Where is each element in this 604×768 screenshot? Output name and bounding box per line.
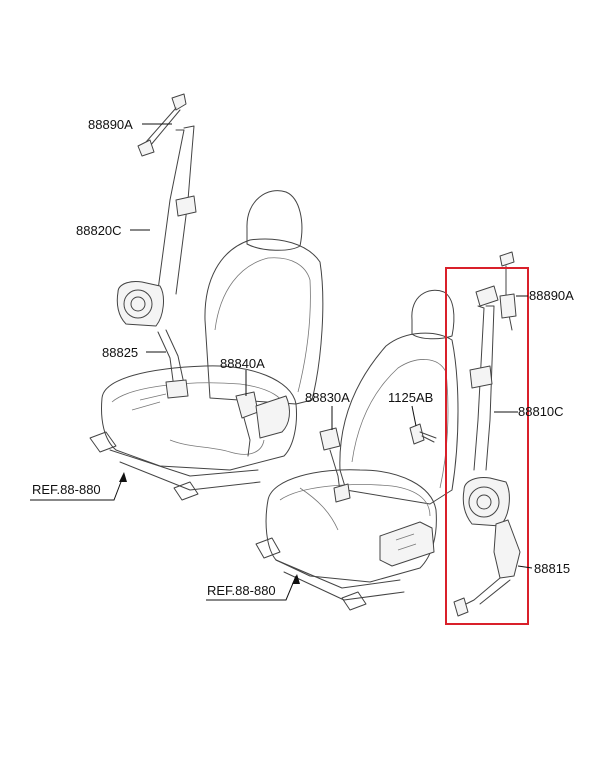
label-88830a: 88830A (305, 390, 350, 405)
part-labels: 88890A 88820C 88825 88840A REF.88-880 88… (32, 117, 574, 598)
label-88840a: 88840A (220, 356, 265, 371)
label-ref-left: REF.88-880 (32, 482, 101, 497)
highlight-box (445, 267, 529, 625)
left-buckle (235, 391, 290, 457)
label-88810c: 88810C (518, 404, 564, 419)
right-buckle (319, 427, 351, 503)
bolt-1125ab (409, 423, 437, 445)
label-88825: 88825 (102, 345, 138, 360)
left-seat-belt-assembly (116, 93, 197, 411)
right-seat-belt-assembly (453, 251, 521, 617)
label-ref-right: REF.88-880 (207, 583, 276, 598)
label-88815: 88815 (534, 561, 570, 576)
label-88890a-left: 88890A (88, 117, 133, 132)
label-88890a-right: 88890A (529, 288, 574, 303)
label-88820c: 88820C (76, 223, 122, 238)
callout-lines (30, 123, 533, 601)
label-1125ab: 1125AB (388, 390, 433, 405)
left-seat (89, 190, 324, 501)
right-seat (255, 289, 459, 611)
